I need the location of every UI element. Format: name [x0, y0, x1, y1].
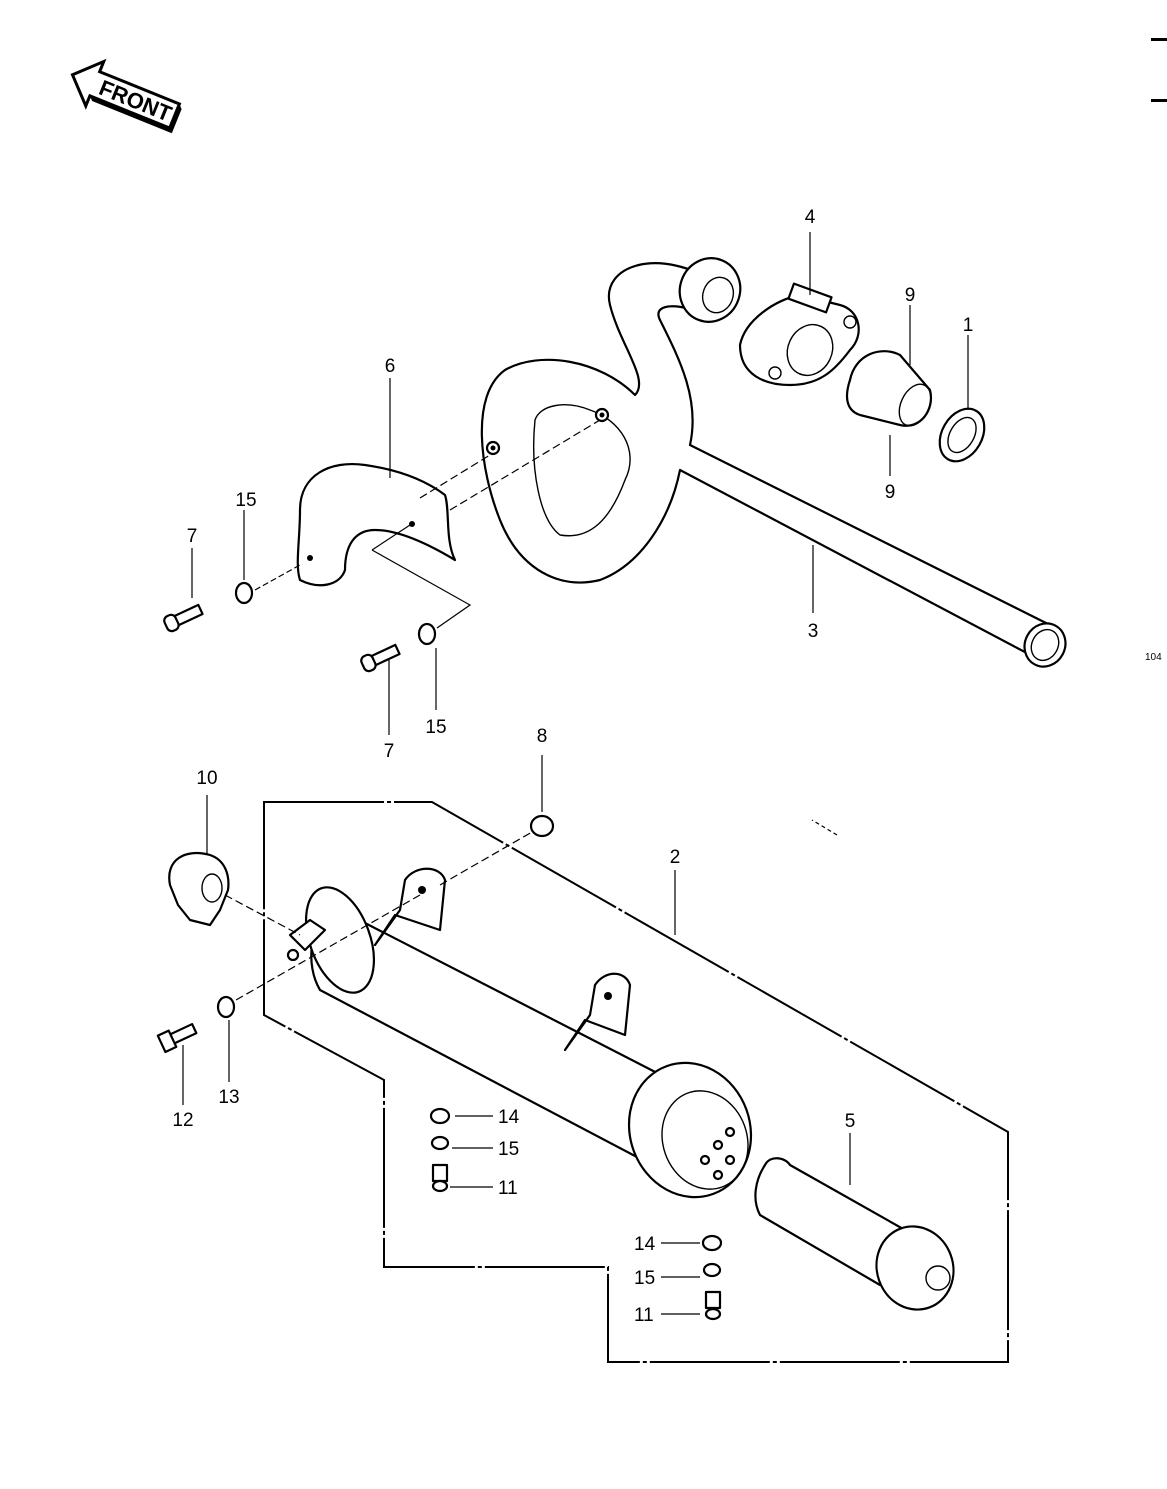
- callout-15-upper-left: 15: [235, 490, 256, 511]
- washer-bolt: [216, 995, 236, 1019]
- callout-11-left: 11: [498, 1178, 518, 1199]
- heat-shield: [296, 463, 457, 587]
- split-collar: [845, 350, 933, 427]
- callout-7-lower: 7: [384, 741, 395, 762]
- callout-3: 3: [808, 621, 819, 642]
- nut: [529, 814, 555, 838]
- callout-9-lower: 9: [885, 482, 896, 503]
- callout-15-upper-lower: 15: [425, 717, 446, 738]
- callout-5: 5: [845, 1111, 856, 1132]
- callout-1: 1: [963, 315, 974, 336]
- exhaust-flange: [738, 282, 860, 387]
- front-arrow-icon: FRONT: [70, 58, 182, 134]
- hardware-stack-left: [429, 1107, 451, 1193]
- upper-leader-lines: [191, 232, 969, 836]
- baffle-tube: [754, 1157, 955, 1311]
- callout-4: 4: [805, 207, 816, 228]
- callout-8: 8: [537, 726, 548, 747]
- callout-6: 6: [385, 356, 396, 377]
- callout-15-left: 15: [498, 1139, 519, 1160]
- figure-code: 104: [1145, 652, 1162, 663]
- front-label: FRONT: [96, 75, 176, 127]
- screw-upper: [163, 603, 204, 633]
- washer-lower: [417, 622, 437, 646]
- callout-14-right: 14: [634, 1234, 656, 1255]
- bolt: [156, 1022, 198, 1054]
- crop-marks: [1151, 38, 1167, 102]
- callout-12: 12: [172, 1110, 193, 1131]
- callout-10: 10: [196, 768, 217, 789]
- lower-leader-lines: [182, 755, 851, 1315]
- hardware-stack-right: [701, 1234, 723, 1321]
- washer-upper: [234, 581, 254, 605]
- muffler-body: [286, 867, 753, 1199]
- callout-13: 13: [218, 1087, 239, 1108]
- exhaust-header-pipe: [480, 257, 1067, 668]
- callout-15-right: 15: [634, 1268, 655, 1289]
- exhaust-gasket: [938, 407, 986, 463]
- muffler-clamp: [168, 851, 230, 927]
- callout-11-right: 11: [634, 1305, 654, 1326]
- callout-14-left: 14: [498, 1107, 520, 1128]
- callout-9-upper: 9: [905, 285, 916, 306]
- callout-2: 2: [670, 847, 681, 868]
- part-callouts: 1 2 3 4 5 6 7 7 8 9 9 10 11 11 12 13 14 …: [172, 207, 973, 1326]
- callout-7-upper: 7: [187, 526, 198, 547]
- screw-lower: [360, 643, 401, 673]
- muffler-assembly-boundary: [263, 801, 1009, 1363]
